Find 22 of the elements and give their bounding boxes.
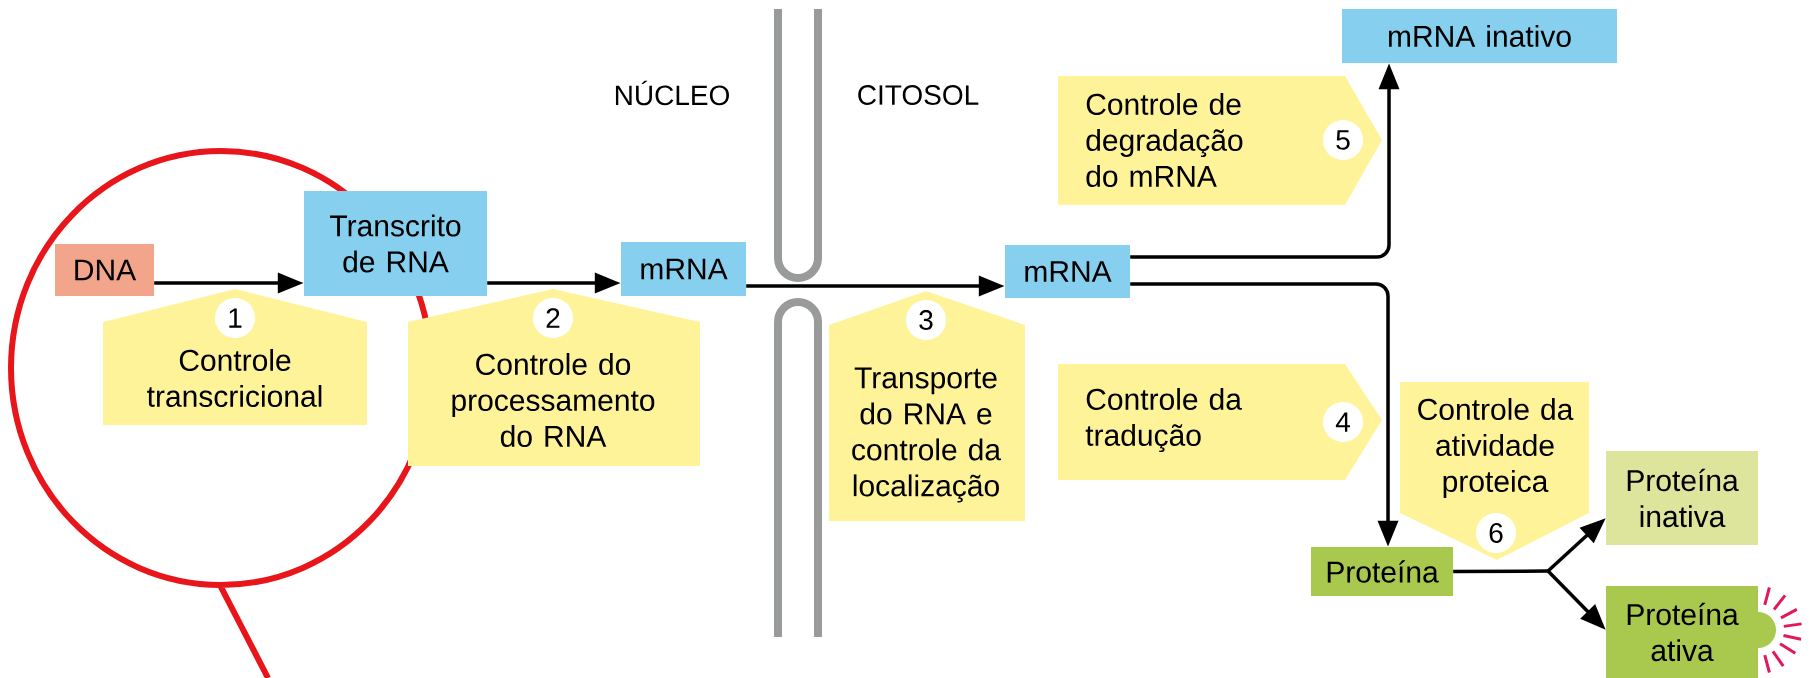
rna-box: Transcrito de RNA	[304, 191, 487, 296]
step-number: 6	[1476, 513, 1516, 553]
callout-pentagon: Controle da atividade proteica 6	[1400, 382, 1589, 560]
rna-box: mRNA	[621, 242, 746, 296]
dna-box: DNA	[55, 244, 154, 296]
callout-pentagon: Controle do processamento do RNA 2	[408, 289, 700, 466]
rna-box: mRNA	[1005, 245, 1130, 298]
region-label: CITOSOL	[858, 85, 979, 105]
protein-box: Proteína ativa	[1606, 586, 1776, 678]
step-number: 2	[533, 298, 573, 338]
protein-box: Proteína	[1311, 547, 1453, 596]
callout-pentagon: Transporte do RNA e controle da localização 3	[829, 291, 1025, 521]
step-number: 4	[1323, 402, 1363, 442]
step-number: 3	[906, 300, 946, 340]
callout-pentagon: Controle de degradação do mRNA 5	[1058, 76, 1382, 205]
callout-pentagon: Controle da tradução 4	[1058, 364, 1382, 480]
protein-box: Proteína inativa	[1606, 451, 1758, 545]
region-label: NÚCLEO	[615, 80, 729, 106]
step-number: 1	[215, 298, 255, 338]
rna-box: mRNA inativo	[1342, 9, 1617, 63]
callout-pentagon: Controle transcricional 1	[103, 289, 367, 425]
step-number: 5	[1323, 120, 1363, 160]
